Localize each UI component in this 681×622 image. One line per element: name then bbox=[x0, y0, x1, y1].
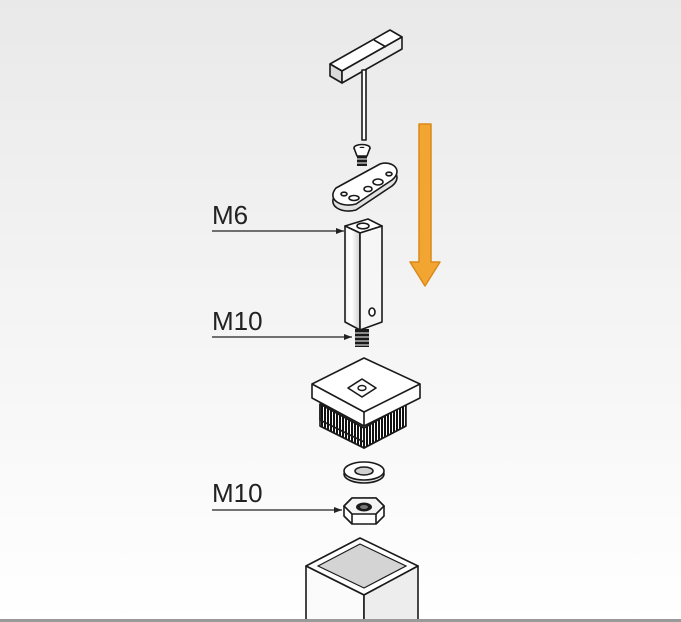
bottom-border bbox=[0, 619, 681, 622]
label-m6-leader bbox=[212, 228, 344, 234]
label-m6: M6 bbox=[212, 200, 248, 230]
hex-nut-icon bbox=[343, 497, 385, 525]
threaded-post-icon bbox=[344, 218, 383, 347]
arrow-down-icon bbox=[409, 123, 441, 287]
label-m10-leader-upper bbox=[212, 334, 352, 340]
end-cap-icon bbox=[311, 357, 421, 449]
mounting-plate-icon bbox=[332, 162, 398, 212]
washer-icon bbox=[343, 461, 385, 484]
screw-icon bbox=[353, 143, 371, 166]
t-handle-hex-key-icon bbox=[329, 29, 403, 141]
label-m10-upper: M10 bbox=[212, 306, 263, 336]
label-m10-leader-lower bbox=[212, 507, 342, 513]
label-m10-lower: M10 bbox=[212, 478, 263, 508]
square-tube-icon bbox=[305, 537, 419, 622]
